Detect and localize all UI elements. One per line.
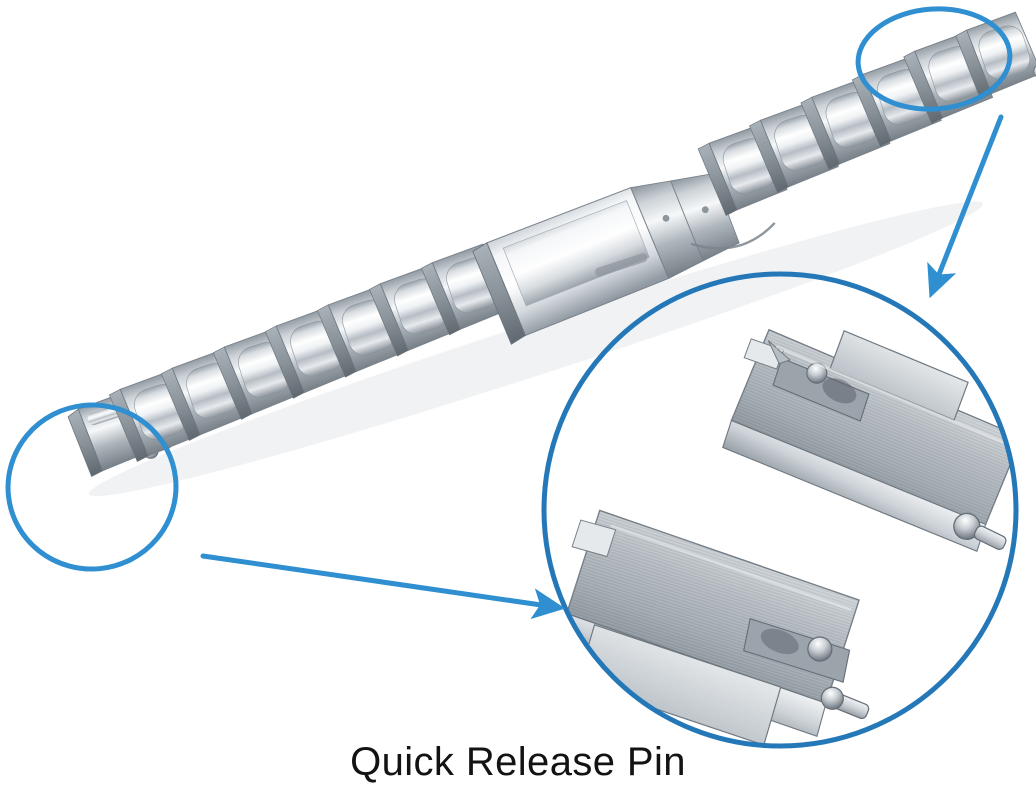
magnified-detail-group xyxy=(556,328,1016,746)
callout-circle-right xyxy=(855,6,1013,112)
lever-ball-tip-lower xyxy=(807,636,833,662)
right-end-link xyxy=(955,11,1036,100)
callout-circles xyxy=(5,6,1019,749)
arrow-right-to-magnifier xyxy=(927,114,1004,299)
clasp-release-slot xyxy=(595,253,648,277)
quick-release-lever-upper xyxy=(767,340,870,422)
band-links xyxy=(67,11,1036,477)
callout-arrows xyxy=(200,114,1004,620)
link-group xyxy=(108,243,511,463)
quick-release-pin-upper xyxy=(953,512,1007,550)
callout-circle-left xyxy=(5,402,179,572)
magnifier-circle xyxy=(541,271,1019,749)
lower-end-link-detail xyxy=(556,509,870,746)
clasp-hinge-curve xyxy=(690,222,776,250)
quick-release-pin-lower xyxy=(820,686,870,720)
clasp-cover-plate xyxy=(502,200,650,307)
upper-end-link-detail xyxy=(722,328,1016,553)
quick-release-pin-caption: Quick Release Pin xyxy=(350,740,686,784)
right-quick-release-pin-head xyxy=(1033,63,1036,79)
arrow-left-to-magnifier xyxy=(200,553,566,620)
deployment-clasp xyxy=(472,173,776,345)
quick-release-lever-lower xyxy=(743,617,851,683)
